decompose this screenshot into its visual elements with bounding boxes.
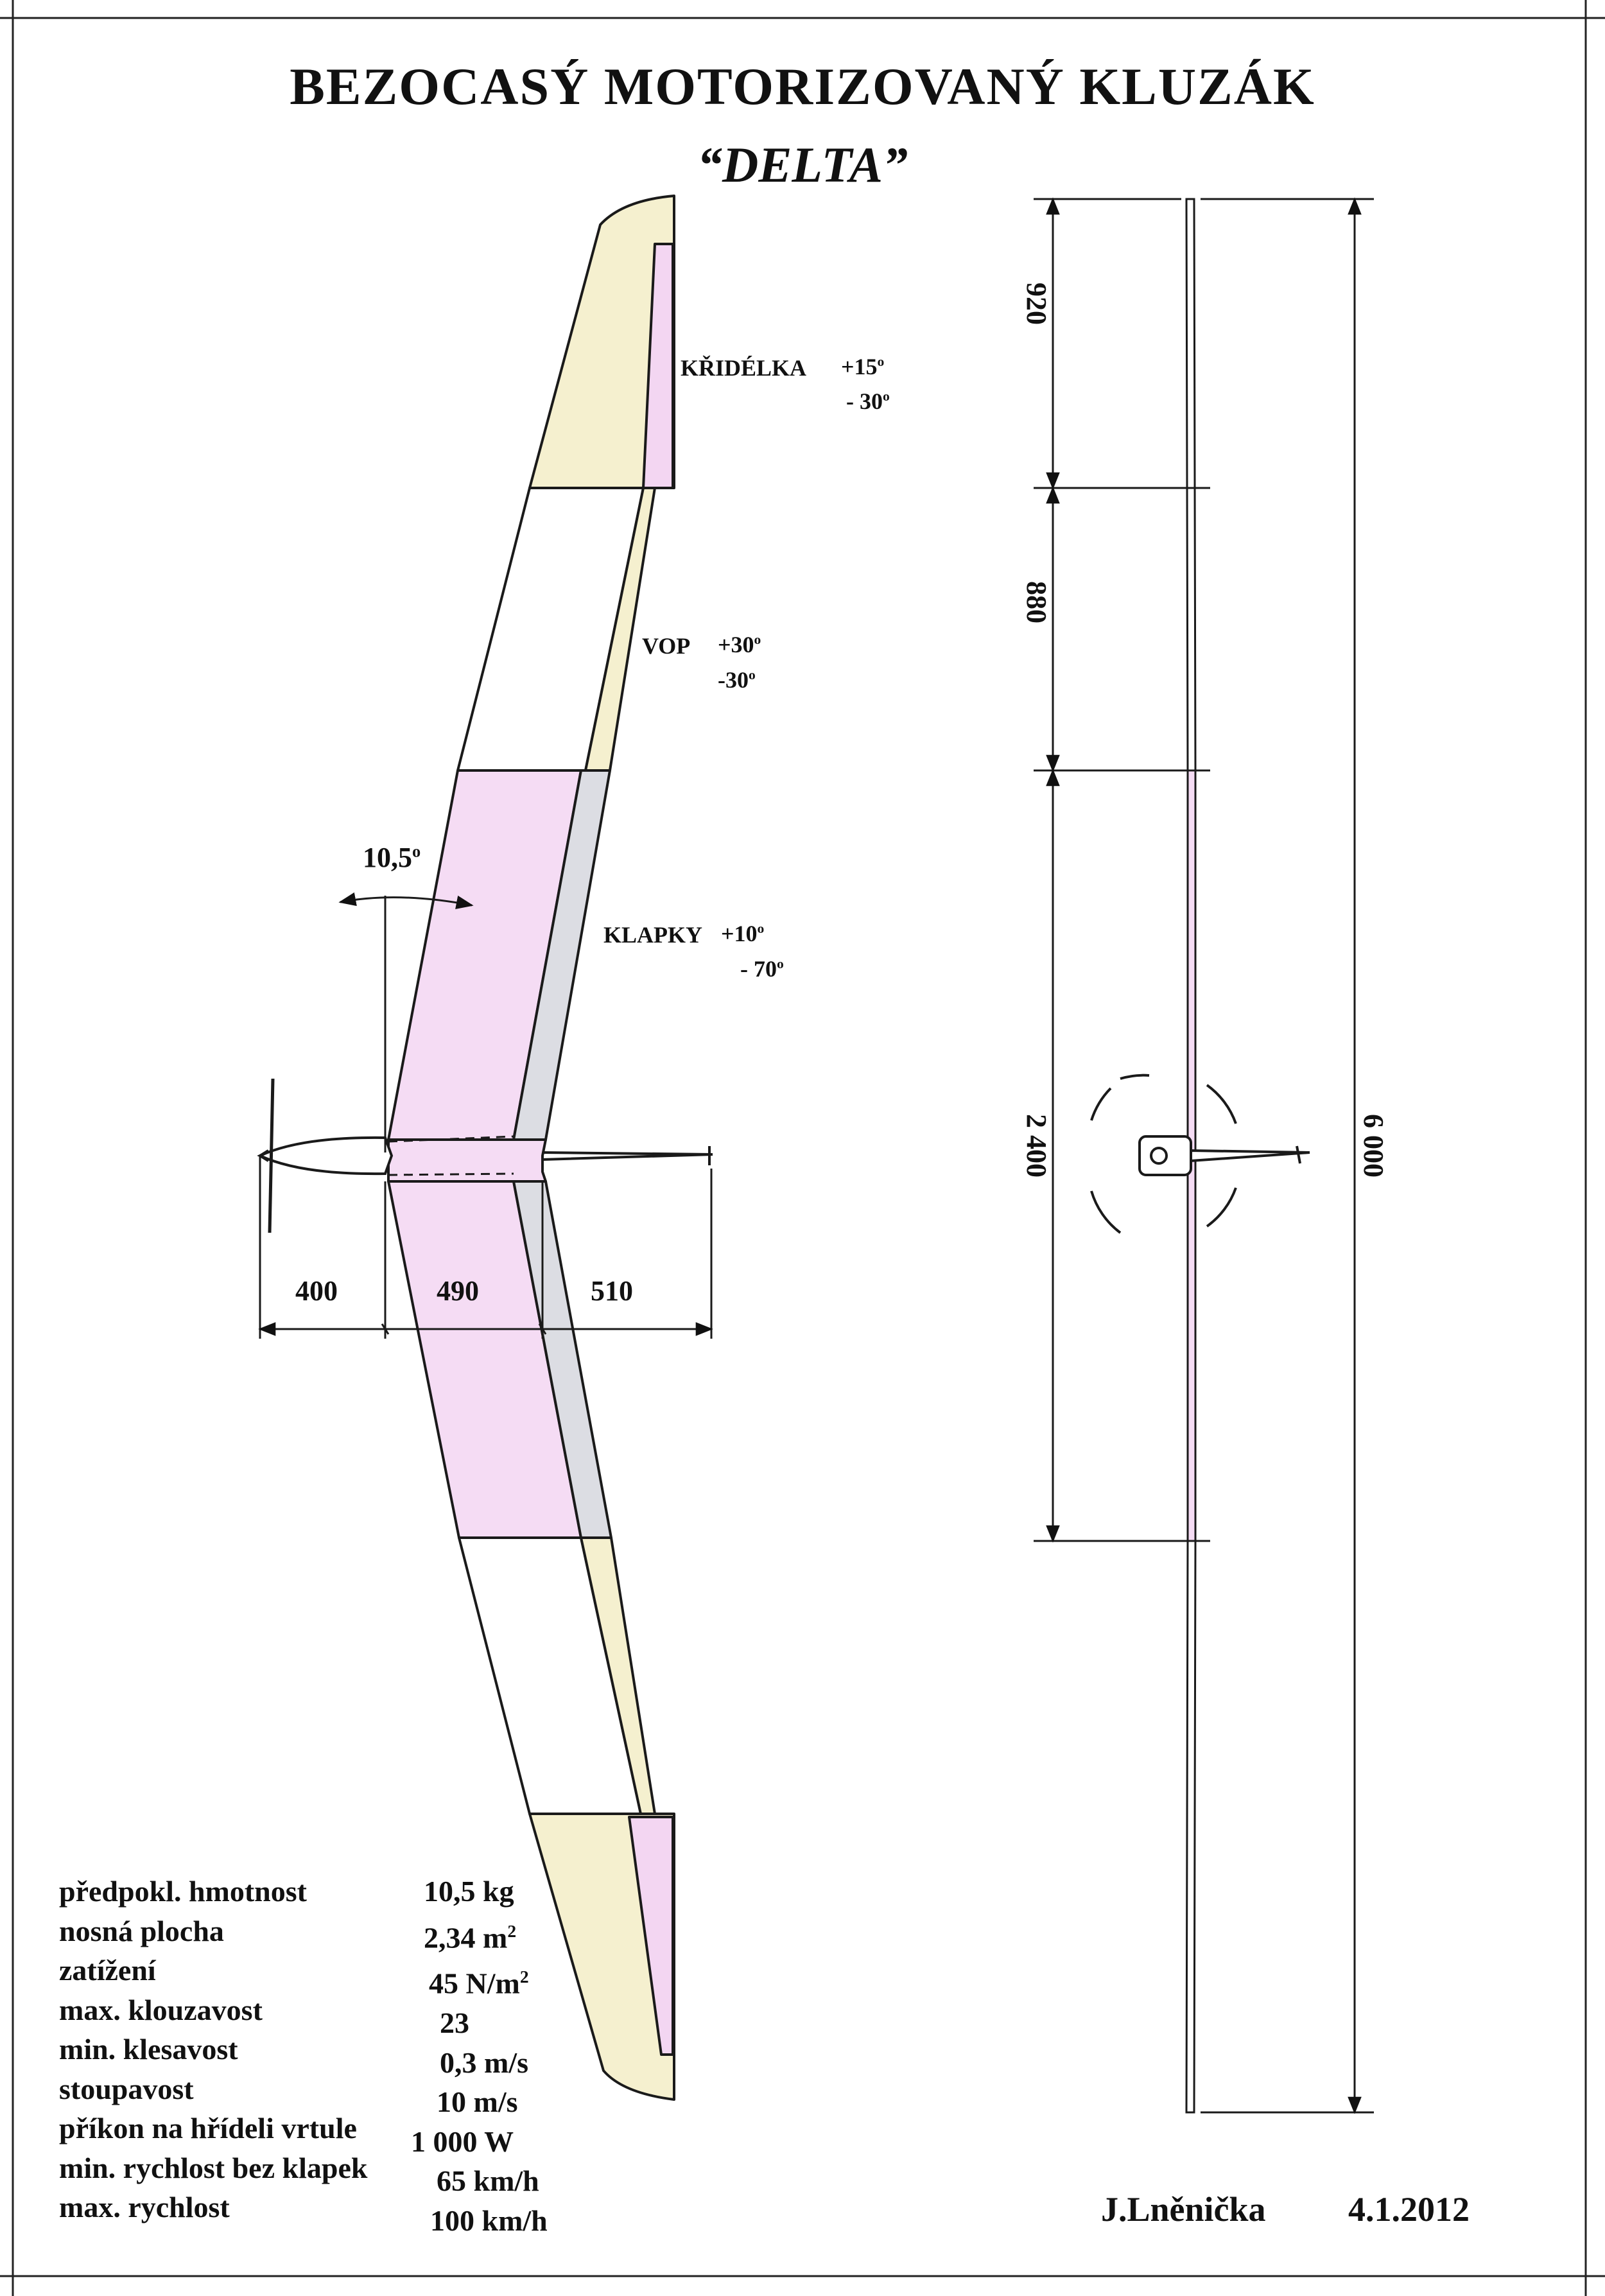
ailerons-down: - 30o — [846, 388, 890, 414]
spec-values: 10,5 kg 2,34 m2 45 N/m2 23 0,3 m/s 10 m/… — [411, 1872, 548, 2240]
side-dimension-lines — [1034, 197, 1374, 2114]
spec-value: 23 — [440, 2006, 469, 2040]
flaps-down: - 70o — [740, 956, 784, 982]
spec-label: min. klesavost — [59, 2033, 238, 2066]
front-view-fuselage — [1090, 1074, 1310, 1234]
dimension-middle: 880 — [1021, 581, 1052, 623]
center-dashed-line — [388, 1135, 514, 1176]
spec-value: 65 km/h — [437, 2164, 539, 2198]
spec-value: 45 N/m2 — [429, 1967, 529, 2000]
spec-label: předpokl. hmotnost — [59, 1875, 307, 1908]
spec-label: zatížení — [59, 1954, 156, 1987]
dimension-root: 490 — [437, 1275, 479, 1307]
lower-aileron — [628, 1816, 674, 2056]
spec-value: 1 000 W — [411, 2125, 514, 2158]
spec-labels: předpokl. hmotnost nosná plocha zatížení… — [59, 1872, 367, 2227]
spec-value: 100 km/h — [430, 2204, 548, 2237]
drawing-subtitle: “DELTA” — [697, 137, 908, 193]
fuselage-pod — [257, 1136, 394, 1176]
dimension-tail: 510 — [591, 1275, 633, 1307]
flaps-up: +10o — [721, 921, 765, 946]
drawing-title: BEZOCASÝ MOTORIZOVANÝ KLUZÁK — [290, 57, 1315, 116]
spec-value: 0,3 m/s — [440, 2046, 528, 2079]
spec-label: min. rychlost bez klapek — [59, 2151, 368, 2184]
dimension-nose: 400 — [295, 1275, 338, 1307]
front-view-wing-upper — [1185, 198, 1197, 772]
upper-aileron — [642, 243, 674, 489]
ailerons-up: +15o — [841, 354, 885, 379]
propeller-blade — [268, 1078, 275, 1233]
fuselage-plan-view — [257, 1078, 713, 1233]
wing-plan-view — [387, 195, 675, 2101]
spec-label: max. klouzavost — [59, 1993, 263, 2026]
dimension-center: 2 400 — [1021, 1114, 1052, 1178]
spec-label: max. rychlost — [59, 2191, 230, 2223]
sweep-angle-value: 10,5o — [363, 841, 421, 873]
spec-value: 10 m/s — [437, 2085, 518, 2119]
dimension-span: 6 000 — [1358, 1114, 1389, 1178]
plan-dimension-line — [258, 1156, 713, 1339]
author-name: J.Lněnička — [1101, 2190, 1266, 2229]
spec-label: nosná plocha — [59, 1914, 224, 1947]
spec-value: 2,34 m2 — [424, 1920, 517, 1954]
elevator-down: -30o — [718, 667, 756, 693]
ailerons-label: KŘIDÉLKA — [681, 355, 807, 381]
drawing-date: 4.1.2012 — [1348, 2190, 1470, 2229]
dimension-tip: 920 — [1021, 283, 1052, 325]
sweep-angle-marker — [338, 892, 474, 1152]
tail-boom — [542, 1151, 713, 1161]
spec-value: 10,5 kg — [424, 1875, 514, 1908]
front-view-wing-lower — [1185, 1540, 1197, 2114]
spec-label: stoupavost — [59, 2072, 194, 2105]
elevator-label: VOP — [642, 633, 691, 659]
elevator-up: +30o — [718, 632, 761, 657]
upper-wing-tip — [528, 195, 675, 489]
flaps-label: KLAPKY — [603, 922, 703, 948]
spec-label: příkon na hřídeli vrtule — [59, 2112, 357, 2144]
